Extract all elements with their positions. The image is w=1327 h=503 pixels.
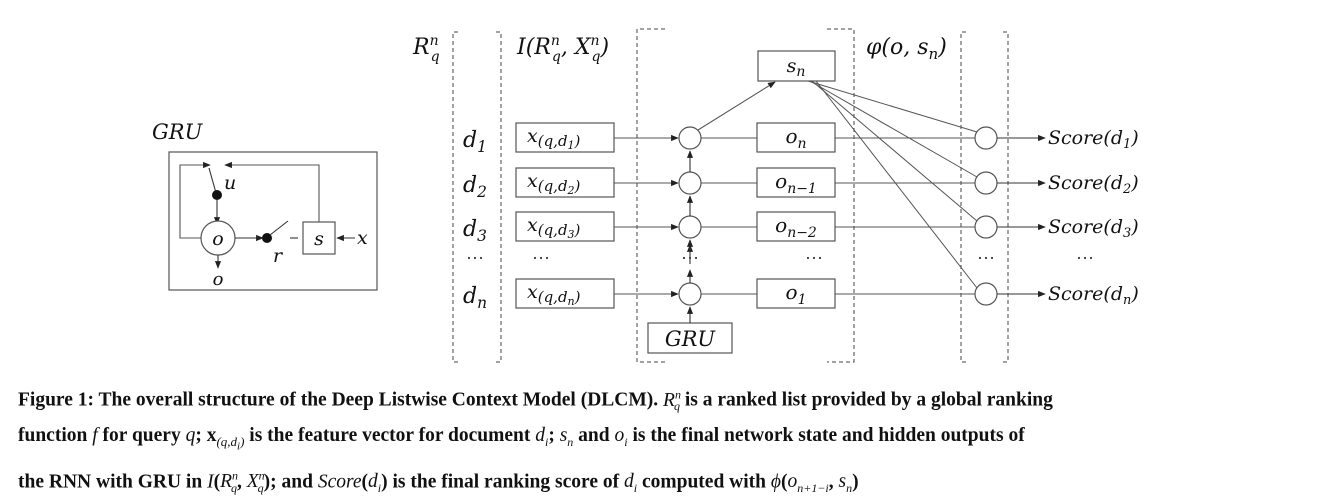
- rnn-bracket-left: [636, 28, 665, 363]
- caption-line-3: the RNN with GRU in I(Rnq, Xnq); and Sco…: [18, 468, 859, 496]
- gru-state-feedback: [224, 161, 320, 222]
- figure-caption: Figure 1: The overall structure of the D…: [18, 380, 1313, 503]
- gru-recurrent-loop: [179, 161, 211, 239]
- caption-line-2: function f for query q; x(q,di) is the f…: [18, 425, 1025, 453]
- scoring-node: [974, 215, 998, 239]
- feature-vector-box: [515, 167, 615, 198]
- hidden-output-box: [756, 167, 836, 198]
- gru-panel: GRU u o o r s x: [152, 120, 378, 291]
- last-node-to-final-state-arrow: [697, 81, 776, 131]
- feature-vector-box: [515, 211, 615, 242]
- scoring-node: [974, 171, 998, 195]
- gru-cell-node: [678, 215, 702, 239]
- feature-vector-box: [515, 278, 615, 309]
- score-ellipsis: …: [1076, 243, 1094, 263]
- final-state-to-score-line: [815, 80, 978, 289]
- gru-state-box-label: s: [314, 228, 324, 250]
- gru-panel-title: GRU: [152, 120, 204, 144]
- document-label: d1: [463, 128, 487, 156]
- final-state-box: [757, 50, 836, 82]
- final-state-to-score-line: [809, 80, 978, 178]
- score-label: Score(d3): [1048, 216, 1139, 241]
- hidden-output-box: [756, 278, 836, 309]
- rnn-bracket-right: [827, 28, 855, 363]
- scoring-bracket-left: [960, 31, 966, 363]
- gru-cell-node: [678, 171, 702, 195]
- feature-ellipsis: …: [532, 243, 550, 263]
- scoring-bracket-right: [1003, 31, 1009, 363]
- gru-box-label: GRU: [665, 327, 717, 351]
- document-ellipsis: …: [466, 243, 484, 263]
- reset-gate-label: r: [273, 245, 284, 267]
- reset-gate-dot: [262, 233, 272, 243]
- output-ellipsis: …: [805, 243, 823, 263]
- gru-panel-frame: [168, 151, 378, 291]
- gru-cell-node: [678, 126, 702, 150]
- gru-cell-node: [678, 282, 702, 306]
- final-state-to-score-line: [811, 80, 978, 222]
- score-label: Score(d1): [1048, 127, 1139, 152]
- final-state-to-score-line: [807, 80, 978, 133]
- update-gate-dot: [212, 190, 222, 200]
- document-label: dn: [463, 284, 487, 312]
- caption-line-1: Figure 1: The overall structure of the D…: [18, 387, 1053, 414]
- ranked-list-bracket-left: [452, 31, 458, 363]
- reset-gate-switch: [269, 220, 289, 236]
- scoring-header: φ(o, sn): [866, 35, 947, 63]
- document-label: d3: [463, 217, 487, 245]
- score-label: Score(d2): [1048, 172, 1139, 197]
- update-gate-switch: [208, 167, 217, 194]
- feature-vector-box: [515, 122, 615, 153]
- score-label: Score(dn): [1048, 283, 1139, 308]
- gru-state-node-label: o: [212, 228, 223, 250]
- gru-output-label: o: [213, 269, 224, 290]
- ranked-list-bracket-right: [496, 31, 502, 363]
- gru-input-label: x: [357, 227, 368, 249]
- gru-state-box: [302, 221, 336, 255]
- scoring-node: [974, 282, 998, 306]
- scoring-node: [974, 126, 998, 150]
- update-gate-label: u: [224, 172, 236, 194]
- document-label: d2: [463, 173, 487, 201]
- column-brackets: [452, 28, 1009, 363]
- scoring-ellipsis: …: [977, 243, 995, 263]
